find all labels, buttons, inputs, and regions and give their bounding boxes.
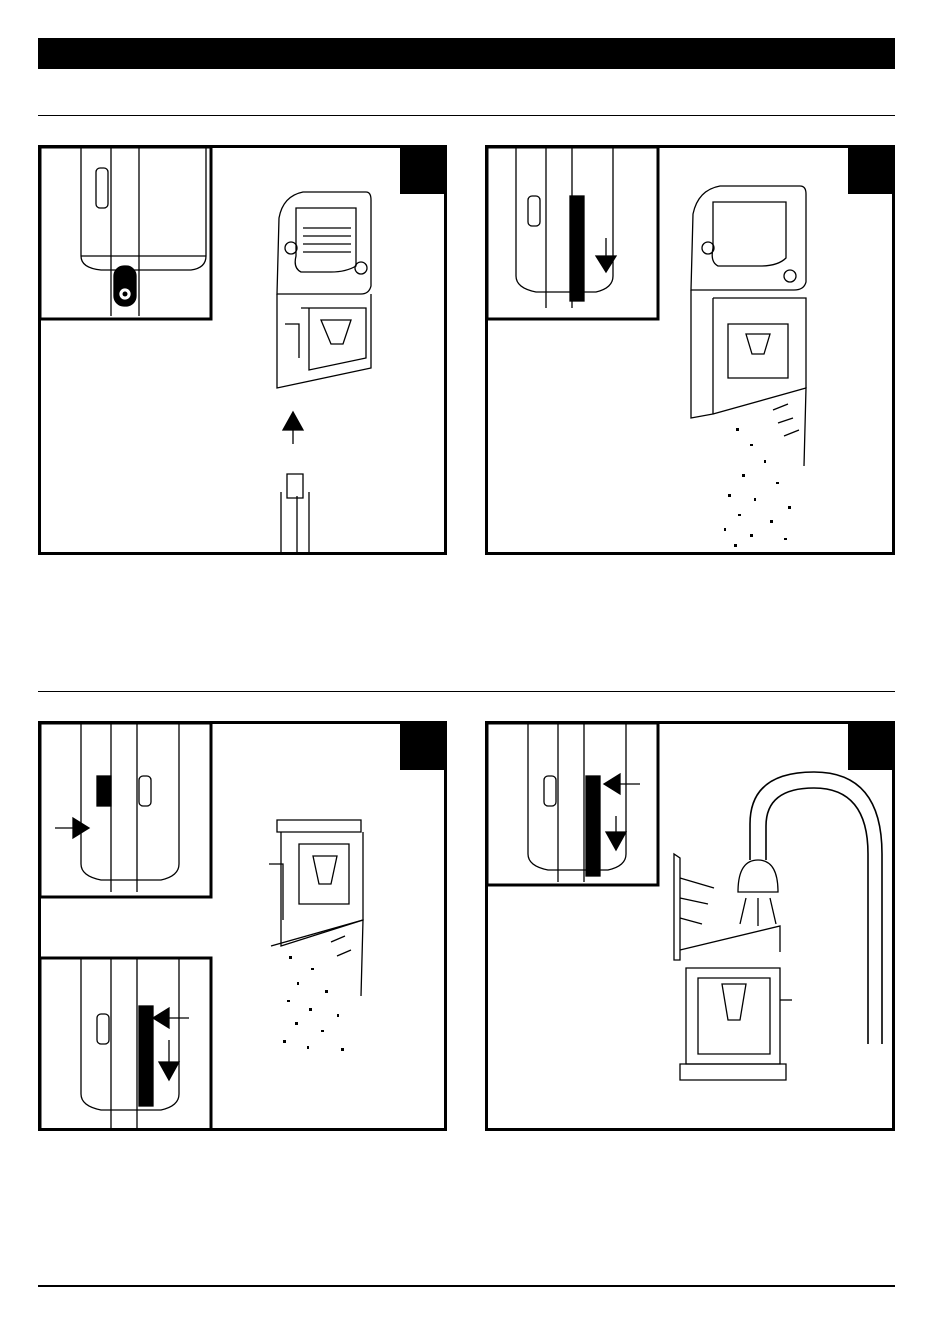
panel-4-illustration <box>488 724 892 1128</box>
illustration-panel-4 <box>485 721 895 1131</box>
water-icon <box>740 898 776 926</box>
panel-3-illustration <box>41 724 444 1128</box>
dust-cup-icon <box>277 192 371 388</box>
dust-cup-open-icon <box>691 186 806 466</box>
vacuum-latch-slide-icon <box>488 724 658 885</box>
section-rule-top <box>38 115 895 116</box>
arrow-up-icon <box>283 412 303 444</box>
dust-cup-rinse-icon <box>674 854 792 1080</box>
header-bar <box>38 38 895 69</box>
vacuum-release-button-icon <box>41 148 211 319</box>
footer-rule <box>38 1285 895 1287</box>
vacuum-latch-push-icon <box>41 724 211 897</box>
vacuum-latch-slide-icon <box>488 148 658 319</box>
vacuum-latch-slide-icon <box>41 958 211 1128</box>
section-rule-middle <box>38 691 895 692</box>
illustration-panel-3 <box>38 721 447 1131</box>
filter-cup-open-icon <box>269 820 363 996</box>
handle-stem-icon <box>281 474 309 552</box>
panel-1-illustration <box>41 148 444 552</box>
panel-2-illustration <box>488 148 892 552</box>
illustration-panel-1 <box>38 145 447 555</box>
debris-icon <box>724 428 791 547</box>
debris-icon <box>283 956 344 1051</box>
faucet-icon <box>738 772 882 1044</box>
illustration-panel-2 <box>485 145 895 555</box>
